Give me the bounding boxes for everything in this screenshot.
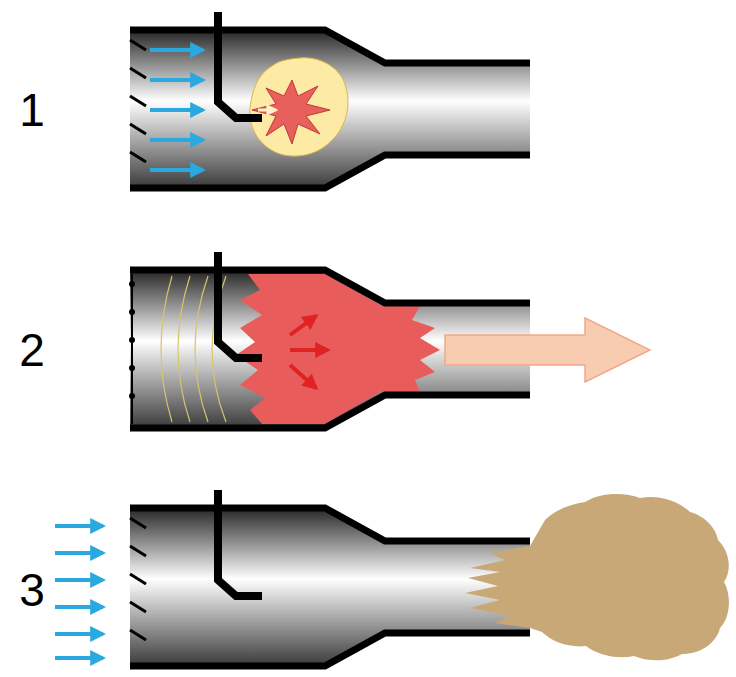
engine-stage-3 <box>55 490 729 666</box>
engine-outline <box>130 508 530 666</box>
expansion-arrows <box>290 316 328 388</box>
intake-valves-open <box>130 40 146 162</box>
spark-arrow <box>258 109 276 112</box>
intake-air-arrows <box>150 50 203 170</box>
stage-number: 1 <box>19 87 45 133</box>
stage-number: 3 <box>19 567 45 613</box>
intake-valves-closed <box>129 274 135 424</box>
engine-body <box>130 508 530 666</box>
thrust-arrow <box>445 318 650 382</box>
fuel-injector <box>218 252 262 358</box>
intake-valves-open <box>130 518 146 640</box>
fuel-injector <box>218 12 262 118</box>
fuel-injector <box>218 490 262 596</box>
fuel-air-mix <box>250 58 348 156</box>
engine-body <box>130 30 530 188</box>
fresh-air-arrows <box>55 526 103 658</box>
combustion-gas <box>236 274 440 424</box>
engine-outline <box>130 30 530 188</box>
engine-stage-2 <box>129 252 650 428</box>
engine-stage-1 <box>130 12 530 188</box>
ignition-burst <box>252 80 330 144</box>
stage-number: 2 <box>19 327 45 373</box>
